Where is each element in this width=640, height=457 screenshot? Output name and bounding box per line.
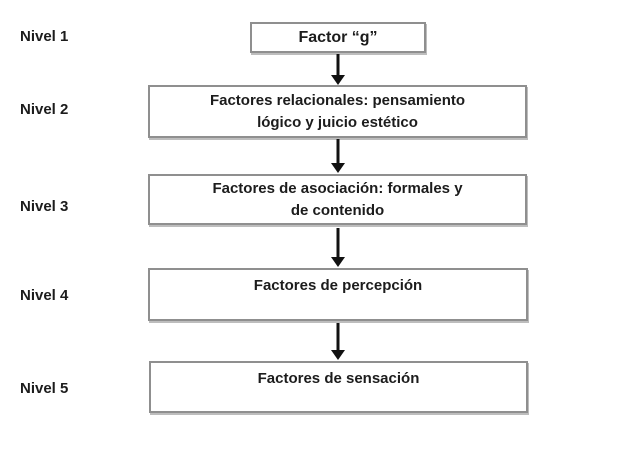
box-factores-sensacion: Factores de sensación [149, 361, 528, 413]
arrow-head-icon [331, 257, 345, 267]
box-factores-asociacion-line-2: de contenido [290, 201, 385, 219]
arrow-head-icon [331, 75, 345, 85]
arrow-head-icon [331, 350, 345, 360]
arrow-shaft [336, 228, 340, 259]
arrow-down-2 [331, 139, 345, 173]
box-factores-relacionales-line-2: lógico y juicio estético [257, 113, 418, 131]
box-factores-asociacion: Factores de asociación: formales y de co… [148, 174, 527, 225]
box-factores-relacionales: Factores relacionales: pensamiento lógic… [148, 85, 527, 138]
arrow-head-icon [331, 163, 345, 173]
box-factor-g-text: Factor “g” [298, 28, 378, 46]
box-factores-asociacion-line-1: Factores de asociación: formales y [212, 179, 463, 197]
level-label-1: Nivel 1 [20, 28, 69, 45]
box-factores-relacionales-line-1: Factores relacionales: pensamiento [209, 91, 466, 109]
arrow-down-4 [331, 323, 345, 360]
arrow-shaft [336, 323, 340, 352]
box-factores-sensacion-text: Factores de sensación [257, 370, 420, 387]
box-factores-percepcion-text: Factores de percepción [253, 277, 423, 294]
level-label-2: Nivel 2 [20, 101, 69, 118]
arrow-down-1 [331, 54, 345, 85]
level-label-5: Nivel 5 [20, 380, 69, 397]
level-label-4: Nivel 4 [20, 287, 69, 304]
arrow-shaft [336, 54, 340, 77]
arrow-down-3 [331, 228, 345, 267]
arrow-shaft [336, 139, 340, 165]
box-factores-percepcion: Factores de percepción [148, 268, 528, 321]
box-factor-g: Factor “g” [250, 22, 426, 53]
level-label-3: Nivel 3 [20, 198, 69, 215]
